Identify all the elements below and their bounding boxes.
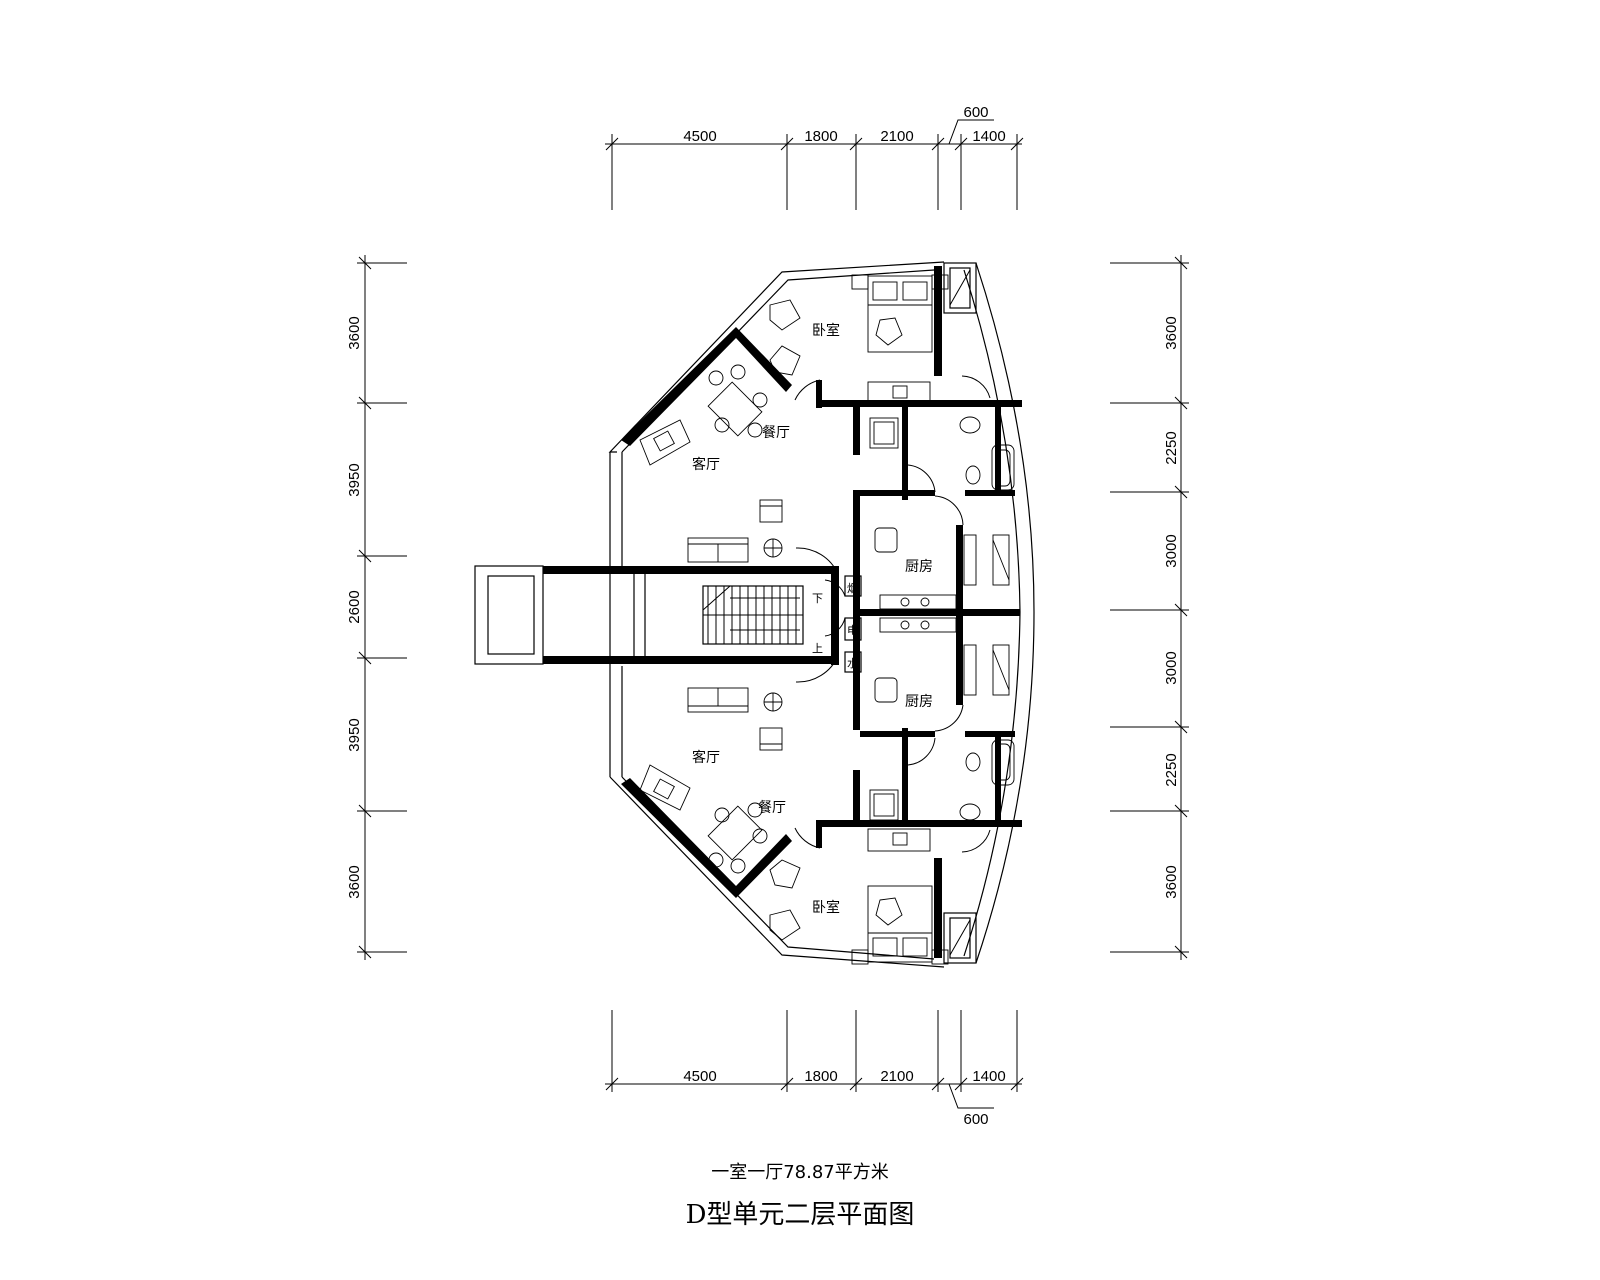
armchair-icon [769,859,801,941]
tv-cabinet-icon [867,381,931,405]
dining-table-icon [707,364,768,438]
toilet-icon [959,739,1015,821]
tv-unit-icon [639,764,691,811]
bottom-dim-2: 1800 [804,1068,837,1085]
top-dim-5: 1400 [972,128,1005,145]
top-dim-4: 600 [963,104,988,121]
left-dim-4: 3950 [346,718,363,751]
shaft-water-label: 水 [847,657,858,670]
room-label-kitchen: 厨房 [905,559,933,575]
kitchen-counter-icon [874,617,1010,703]
bottom-dim-1: 4500 [683,1068,716,1085]
right-dim-6: 3600 [1163,865,1180,898]
fridge-icon [869,789,899,821]
right-dim-4: 3000 [1163,651,1180,684]
area-caption: 一室一厅78.87平方米 [711,1162,889,1183]
kitchen-counter-icon [874,527,1010,610]
lower-unit: 卧室 餐厅 客厅 厨房 [639,617,1015,965]
bottom-dimension-chain: 4500 1800 2100 1400 600 [605,1010,1024,1128]
bottom-dim-4: 600 [963,1111,988,1128]
top-dim-3: 2100 [880,128,913,145]
stair-down-label: 下 [812,592,823,605]
bottom-dim-5: 1400 [972,1068,1005,1085]
room-label-living: 客厅 [692,456,720,473]
building-outline [474,261,1035,968]
bottom-dim-3: 2100 [880,1068,913,1085]
room-label-bedroom: 卧室 [812,899,840,916]
bed-icon [851,274,949,353]
shaft-smoke-label: 烟 [847,581,858,595]
dining-table-icon [707,802,768,874]
top-dimension-chain: 4500 1800 2100 600 1400 [605,104,1024,210]
fridge-icon [869,417,899,449]
sofa-icon [687,499,783,563]
right-dim-2: 2250 [1163,431,1180,464]
bed-icon [851,885,949,965]
sofa-icon [687,687,783,751]
room-label-bedroom: 卧室 [812,322,840,339]
room-label-dining: 餐厅 [762,425,790,441]
tv-unit-icon [639,419,691,466]
toilet-icon [959,416,1015,491]
shaft-electric-label: 电 [847,624,858,637]
armchair-icon [769,299,801,376]
left-dim-3: 2600 [346,590,363,623]
drawing-title: D型单元二层平面图 [686,1200,915,1230]
right-dim-5: 2250 [1163,753,1180,786]
top-dim-2: 1800 [804,128,837,145]
tv-cabinet-icon [867,828,931,852]
left-dimension-chain: 3600 3950 2600 3950 3600 [346,255,407,960]
right-dim-1: 3600 [1163,316,1180,349]
left-dim-2: 3950 [346,463,363,496]
room-label-kitchen: 厨房 [905,694,933,710]
right-dim-3: 3000 [1163,534,1180,567]
left-dim-1: 3600 [346,316,363,349]
stair-up-label: 上 [812,642,823,655]
right-dimension-chain: 3600 2250 3000 3000 2250 3600 [1110,255,1189,960]
stairwell: 下 上 烟 电 水 [702,547,862,683]
upper-unit: 卧室 餐厅 客厅 厨房 [639,274,1015,610]
top-dim-1: 4500 [683,128,716,145]
left-dim-5: 3600 [346,865,363,898]
room-label-living: 客厅 [692,749,720,766]
room-label-dining: 餐厅 [758,800,786,816]
